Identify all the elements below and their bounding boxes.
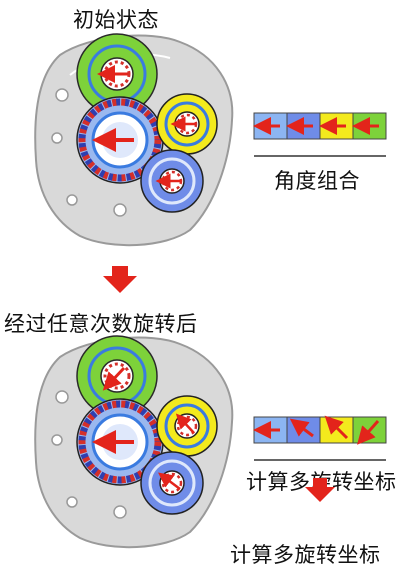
bottom-gear-assembly	[34, 335, 234, 549]
legend-top	[253, 112, 387, 157]
down-arrow-icon	[305, 478, 335, 502]
yellow-gear	[156, 395, 218, 457]
center-gear	[76, 398, 164, 486]
caption-compute-multi-turn: 计算多旋转坐标	[230, 543, 381, 567]
yellow-gear	[156, 93, 218, 155]
down-arrow-icon	[103, 266, 137, 293]
caption-after-rotation: 经过任意次数旋转后	[4, 312, 198, 336]
top-gear-assembly	[34, 33, 234, 247]
legend-arrow	[324, 415, 349, 440]
legend-arrow	[289, 418, 314, 438]
center-gear	[76, 96, 164, 184]
legend-label-angle-combination: 角度组合	[274, 169, 360, 193]
title-initial-state: 初始状态	[73, 8, 159, 32]
blue-gear	[140, 451, 204, 515]
legend-bottom	[253, 415, 387, 461]
blue-gear	[140, 149, 204, 213]
legend-arrow	[357, 420, 380, 445]
